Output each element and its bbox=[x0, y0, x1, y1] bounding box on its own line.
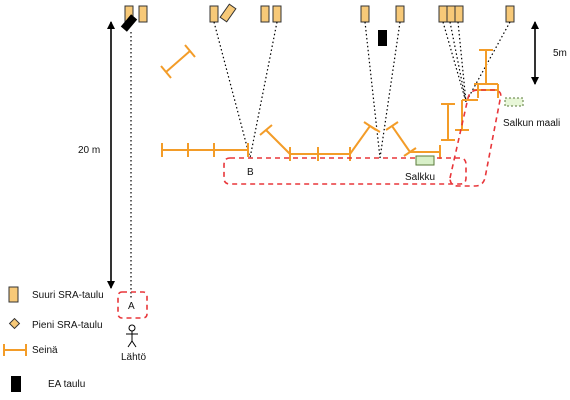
legend: Suuri SRA-taulu Pieni SRA-taulu Seinä EA… bbox=[3, 286, 104, 392]
legend-seina-label: Seinä bbox=[32, 345, 58, 356]
wall-diagonal-b bbox=[259, 124, 291, 155]
target-11 bbox=[454, 5, 464, 23]
salkku-crate bbox=[415, 155, 435, 166]
salkun-maali-crate bbox=[504, 97, 524, 107]
legend-suuri-label: Suuri SRA-taulu bbox=[32, 290, 104, 301]
label-20m: 20 m bbox=[78, 145, 100, 156]
label-start: Lähtö bbox=[121, 352, 146, 363]
label-salkun-maali: Salkun maali bbox=[503, 118, 560, 129]
walls bbox=[160, 44, 499, 161]
label-start-box: A bbox=[128, 301, 135, 312]
zone-main bbox=[223, 157, 467, 185]
ea-target-left bbox=[120, 14, 138, 32]
zone-diagonal bbox=[449, 89, 502, 187]
targets bbox=[124, 3, 515, 23]
target-5 bbox=[260, 5, 270, 23]
target-9 bbox=[438, 5, 448, 23]
start-person-icon bbox=[126, 324, 138, 348]
ea-target-center bbox=[378, 30, 387, 46]
label-5m: 5m bbox=[553, 48, 567, 59]
legend-pieni-icon bbox=[8, 317, 21, 330]
legend-ea-icon bbox=[11, 376, 21, 392]
target-2 bbox=[138, 5, 148, 23]
target-12 bbox=[505, 5, 515, 23]
wall-right-diag bbox=[385, 121, 441, 159]
target-3 bbox=[209, 5, 219, 23]
legend-pieni-label: Pieni SRA-taulu bbox=[32, 320, 103, 331]
label-salkku: Salkku bbox=[405, 172, 435, 183]
wall-row bbox=[161, 143, 351, 161]
wall-center bbox=[349, 121, 381, 155]
wall-upper-left bbox=[160, 44, 196, 79]
legend-suuri-icon bbox=[8, 286, 19, 303]
target-8 bbox=[395, 5, 405, 23]
sight-lines bbox=[130, 21, 511, 298]
label-point-b: B bbox=[247, 167, 254, 178]
target-6 bbox=[272, 5, 282, 23]
legend-seina-icon bbox=[3, 344, 27, 356]
target-7 bbox=[360, 5, 370, 23]
target-10 bbox=[446, 5, 456, 23]
legend-ea-label: EA taulu bbox=[48, 379, 85, 390]
zone-start bbox=[117, 291, 148, 319]
target-4-tilted bbox=[219, 3, 237, 23]
